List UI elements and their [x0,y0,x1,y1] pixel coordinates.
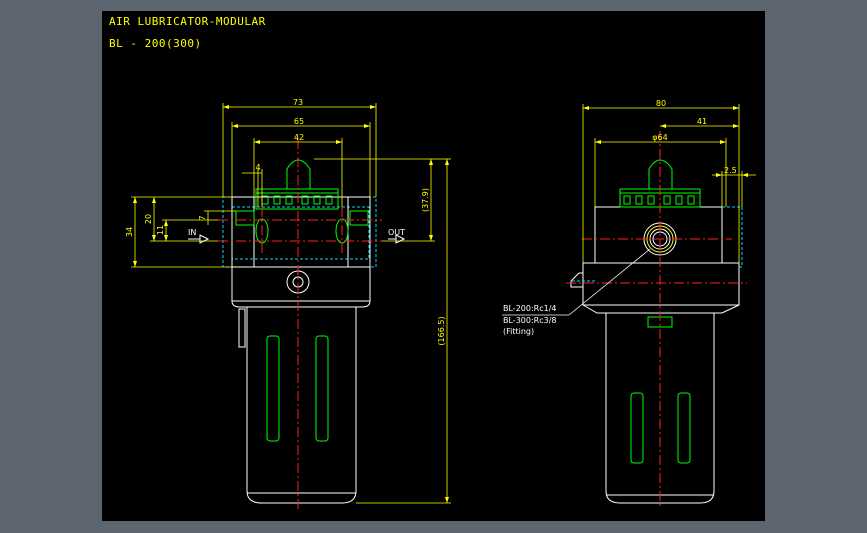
front-view: 73 65 42 4 34 20 11 7 (37.9) (166.5) IN … [125,98,451,509]
dim-2-5: 2.5 [724,166,737,175]
dim-7: 7 [198,215,207,220]
dim-37-9: (37.9) [421,188,430,212]
front-body-outline [231,196,371,504]
drawing-canvas: AIR LUBRICATOR-MODULAR BL - 200(300) [102,11,765,521]
dim-73: 73 [293,98,303,107]
model-number: BL - 200(300) [109,37,202,50]
side-hidden-lines [572,206,743,282]
fitting-leader [502,248,651,316]
dim-65: 65 [294,117,304,126]
dim-4: 4 [255,163,260,172]
dim-20: 20 [144,214,153,224]
dim-166-5: (166.5) [437,316,446,345]
front-dimension-texts: 73 65 42 4 34 20 11 7 (37.9) (166.5) [125,98,446,346]
front-hidden-lines [222,196,377,268]
side-dimension-texts: 80 41 φ64 2.5 [652,99,736,175]
fitting-note-line-2: BL-300:Rc3/8 [503,316,557,325]
side-view: 80 41 φ64 2.5 BL-200:Rc1/4 BL-300:Rc3/8 … [502,99,756,509]
front-centerlines [218,139,382,509]
dim-80: 80 [656,99,666,108]
dim-41: 41 [697,117,707,126]
port-out-label: OUT [388,228,405,237]
fitting-note-line-3: (Fitting) [503,327,534,336]
fitting-note: BL-200:Rc1/4 BL-300:Rc3/8 (Fitting) [503,304,557,336]
side-centerlines [566,131,747,509]
dim-34: 34 [125,227,134,237]
port-labels: IN OUT [188,228,405,237]
dim-42: 42 [294,133,304,142]
port-in-label: IN [188,228,196,237]
dim-phi-64: φ64 [652,133,667,142]
side-dimension-arrows [583,106,748,177]
front-dimension-lines [131,103,451,504]
drawing-title: AIR LUBRICATOR-MODULAR [109,15,266,28]
fitting-note-line-1: BL-200:Rc1/4 [503,304,557,313]
dim-11: 11 [156,225,165,235]
technical-drawing: 73 65 42 4 34 20 11 7 (37.9) (166.5) IN … [125,98,756,509]
front-dimension-arrows [133,105,449,503]
side-dimension-lines [582,104,756,263]
